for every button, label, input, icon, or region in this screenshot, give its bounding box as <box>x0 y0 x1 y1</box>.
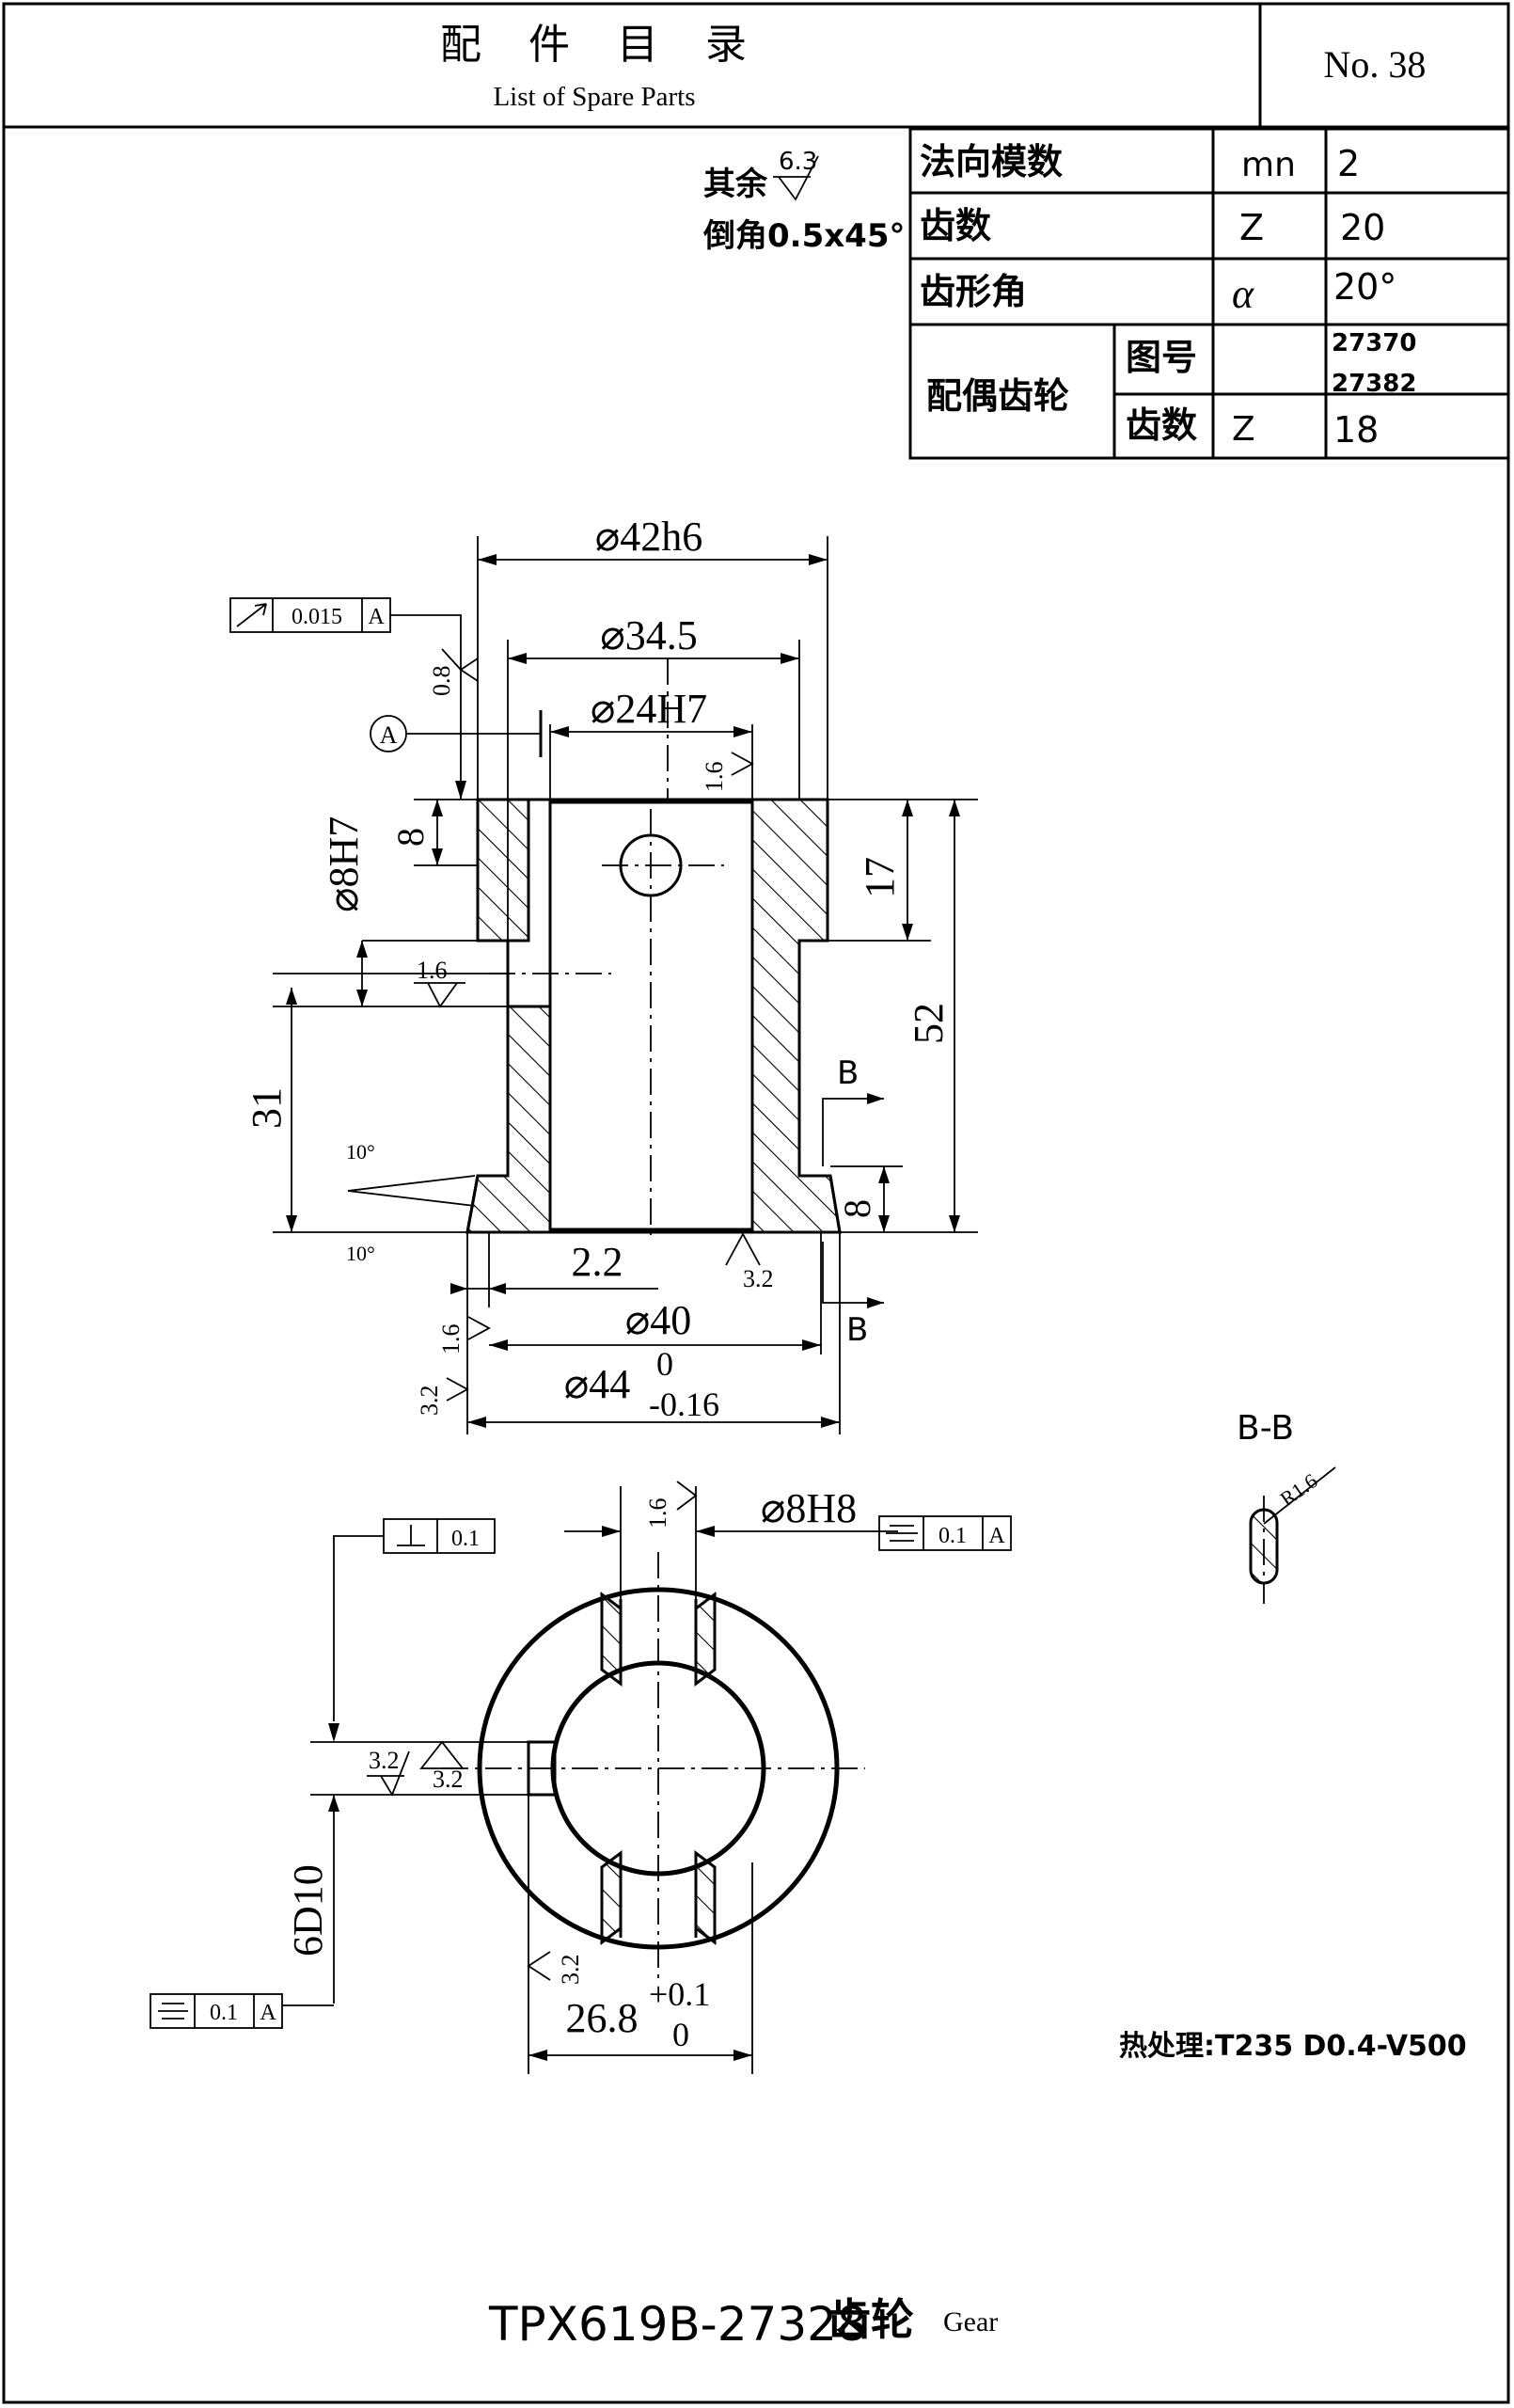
dim-len52: 52 <box>906 1003 952 1044</box>
dim-angle-top: 10° <box>346 1140 375 1164</box>
svg-text:0.015: 0.015 <box>292 605 342 629</box>
svg-text:0.1: 0.1 <box>451 1527 480 1551</box>
row-pressure-angle-label: 齿形角 <box>920 271 1027 312</box>
dim-len268-tol-lower: 0 <box>672 2016 689 2053</box>
symmetry-icon-2 <box>158 2003 188 2020</box>
datum-a-label: A <box>380 721 398 749</box>
dim-d8h7: ⌀8H7 <box>321 816 367 912</box>
dim-angle-bottom: 10° <box>346 1242 375 1265</box>
section-radius: R1.6 <box>1276 1468 1322 1511</box>
svg-text:A: A <box>260 2001 276 2025</box>
roughness-16-crosshole: 1.6 <box>414 957 465 1008</box>
section-bb-label: B-B <box>1237 1409 1294 1448</box>
svg-text:1.6: 1.6 <box>701 762 728 793</box>
svg-text:0.1: 0.1 <box>938 1524 967 1548</box>
mating-teeth-symbol: Z <box>1232 410 1255 449</box>
svg-text:3.2: 3.2 <box>743 1265 774 1292</box>
title-en: List of Spare Parts <box>493 82 695 112</box>
svg-text:1.6: 1.6 <box>417 957 448 984</box>
svg-text:1.6: 1.6 <box>437 1324 465 1355</box>
row-normal-module-symbol: mn <box>1241 146 1296 184</box>
symmetry-icon <box>886 1525 918 1542</box>
dim-d42h6: ⌀42h6 <box>595 514 703 560</box>
note-remaining-roughness: 6.3 <box>779 148 817 176</box>
section-mark-b-top: B <box>837 1054 859 1092</box>
roughness-16-topview: 1.6 <box>644 1481 698 1529</box>
roughness-32-keyway-right: 3.2 <box>419 1740 465 1793</box>
svg-text:3.2: 3.2 <box>416 1386 443 1417</box>
roughness-32-bottom: 3.2 <box>725 1232 774 1292</box>
dim-d40: ⌀40 <box>625 1297 692 1343</box>
row-normal-module-value: 2 <box>1337 143 1360 184</box>
svg-text:3.2: 3.2 <box>433 1766 464 1793</box>
row-teeth-symbol: Z <box>1239 207 1264 248</box>
svg-text:A: A <box>988 1524 1005 1548</box>
dim-len268: 26.8 <box>566 1995 639 2041</box>
dim-len8-top: 8 <box>389 828 432 847</box>
symmetry-frame-bottom: 0.1 A <box>150 1993 334 2029</box>
part-number: TPX619B-27328 <box>488 2297 867 2352</box>
svg-text:0.8: 0.8 <box>428 666 455 697</box>
drawing-no-1: 27370 <box>1332 329 1416 357</box>
section-bb-detail: R1.6 <box>1249 1466 1336 1604</box>
perpendicularity-frame: 0.1 <box>328 1518 496 1742</box>
part-name-en: Gear <box>943 2306 998 2337</box>
gear-parameter-table: 法向模数 mn 2 齿数 Z 20 齿形角 α 20° 配偶齿轮 图号 2737… <box>908 127 1510 460</box>
runout-tolerance-frame: 0.015 A <box>229 597 466 800</box>
roughness-16-d40: 1.6 <box>437 1316 491 1355</box>
row-teeth-value: 20 <box>1340 207 1385 248</box>
top-view <box>442 1552 865 1985</box>
drawing-no-2: 27382 <box>1332 370 1416 398</box>
title-cn: 配 件 目 录 <box>440 21 764 69</box>
svg-text:3.2: 3.2 <box>369 1747 400 1774</box>
mating-gear-label: 配偶齿轮 <box>926 375 1069 417</box>
runout-arrow-icon <box>236 603 267 627</box>
svg-text:3.2: 3.2 <box>557 1955 584 1986</box>
dim-len8-bottom: 8 <box>836 1199 878 1218</box>
dim-len17: 17 <box>857 857 903 898</box>
dim-6d10: 6D10 <box>285 1864 331 1956</box>
part-name-cn: 齿轮 <box>828 2294 914 2345</box>
svg-text:0.1: 0.1 <box>210 2001 238 2025</box>
dim-len22: 2.2 <box>572 1239 623 1285</box>
row-teeth-label: 齿数 <box>920 205 991 246</box>
mating-teeth-value: 18 <box>1333 409 1379 451</box>
perpendicular-icon <box>397 1525 425 1546</box>
row-pressure-angle-symbol: α <box>1232 271 1254 317</box>
dim-d24h7: ⌀24H7 <box>591 686 707 732</box>
roughness-32-d44: 3.2 <box>416 1377 469 1417</box>
front-section-view <box>465 658 842 1242</box>
row-pressure-angle-value: 20° <box>1333 266 1396 308</box>
svg-text:1.6: 1.6 <box>644 1498 671 1529</box>
dim-d44-tol-lower: -0.16 <box>649 1386 719 1423</box>
section-mark-b-bottom: B <box>846 1311 868 1349</box>
note-remaining: 其余 <box>703 166 768 203</box>
mating-teeth-label: 齿数 <box>1126 404 1197 446</box>
sheet-number: No. 38 <box>1324 43 1427 86</box>
roughness-32-keyway-left: 3.2 <box>367 1747 410 1798</box>
dim-len268-tol-upper: +0.1 <box>649 1975 710 2013</box>
roughness-32-bottom-slot: 3.2 <box>527 1951 584 1986</box>
dim-d8h8: ⌀8H8 <box>761 1485 857 1531</box>
drawing-no-label: 图号 <box>1126 337 1197 378</box>
dim-d44: ⌀44 <box>564 1361 631 1407</box>
dim-d44-tol-upper: 0 <box>656 1345 673 1383</box>
roughness-16-bore: 1.6 <box>701 752 754 793</box>
dim-d345: ⌀34.5 <box>600 612 698 658</box>
row-normal-module-label: 法向模数 <box>920 141 1063 182</box>
note-chamfer: 倒角0.5x45° <box>702 217 905 255</box>
dim-len31: 31 <box>244 1087 290 1129</box>
svg-text:A: A <box>368 605 385 629</box>
roughness-08: 0.8 <box>428 648 479 697</box>
roughness-symbol-icon <box>778 155 819 201</box>
symmetry-frame-top: 0.1 A <box>878 1515 1012 1551</box>
heat-treatment-note: 热处理:T235 D0.4-V500 <box>1119 2030 1467 2063</box>
